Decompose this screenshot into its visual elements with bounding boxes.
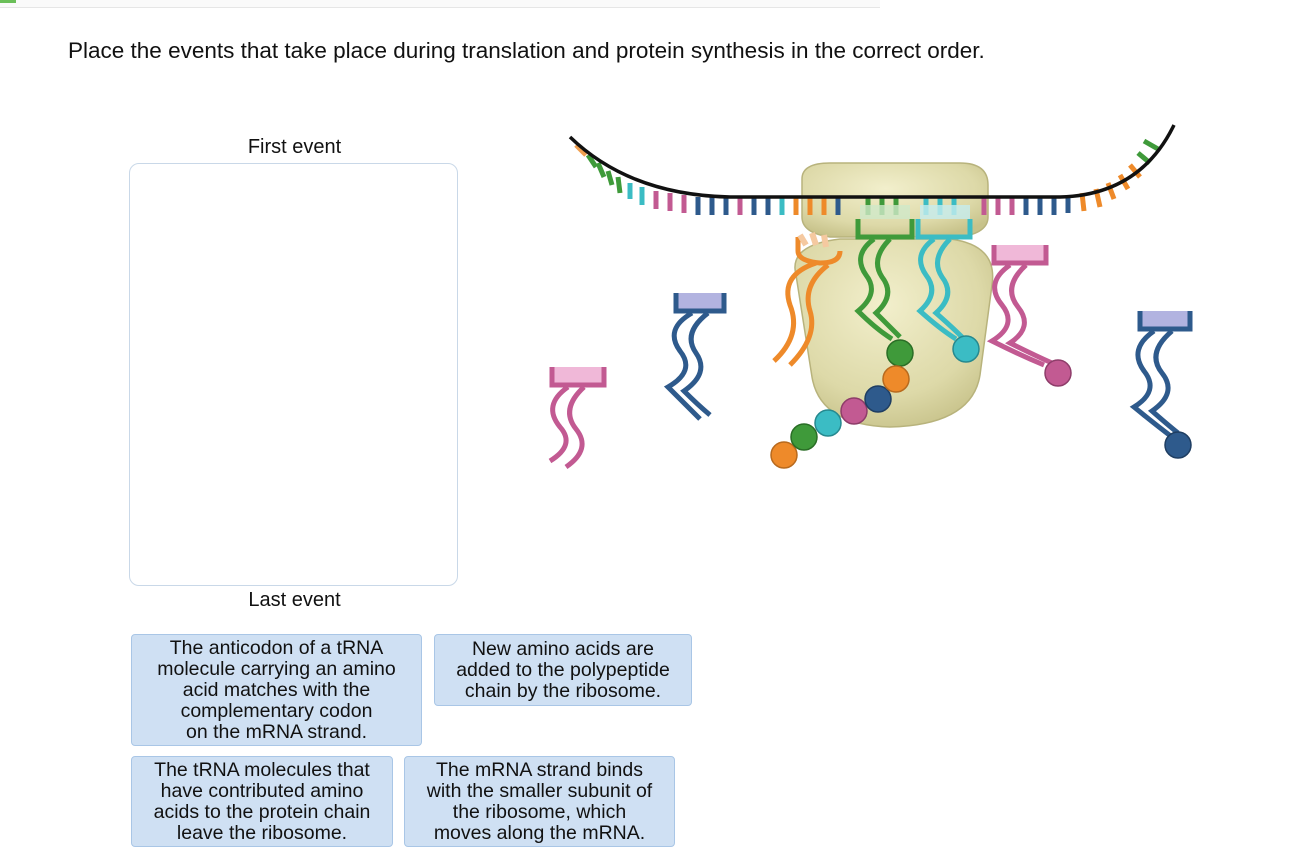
top-toolbar-strip [0,0,880,8]
ribosome-translation-icon [548,124,1193,470]
question-text: Place the events that take place during … [68,38,985,63]
first-event-label: First event [247,136,342,158]
trna-teal [915,219,980,363]
last-event-label: Last event [248,589,341,611]
polypeptide-chain [770,365,910,469]
translation-illustration [540,115,1220,471]
trna-blue-free-left [663,293,727,421]
ordering-drop-zone[interactable] [129,163,458,586]
mrna-codons [574,138,1160,215]
draggable-card-mrna-binds[interactable]: The mRNA strand binds with the smaller s… [404,756,675,847]
draggable-card-amino-acids-added[interactable]: New amino acids are added to the polypep… [434,634,692,706]
status-indicator [0,0,16,3]
trna-pink-free-left [548,367,607,470]
draggable-card-trna-leave[interactable]: The tRNA molecules that have contributed… [131,756,393,847]
trna-pink-free-right [986,245,1072,387]
trna-blue-free-right [1129,311,1193,459]
mrna-strand [568,124,1176,199]
trna-orange [772,232,843,367]
trna-green [854,219,915,367]
draggable-card-anticodon-match[interactable]: The anticodon of a tRNA molecule carryin… [131,634,422,746]
